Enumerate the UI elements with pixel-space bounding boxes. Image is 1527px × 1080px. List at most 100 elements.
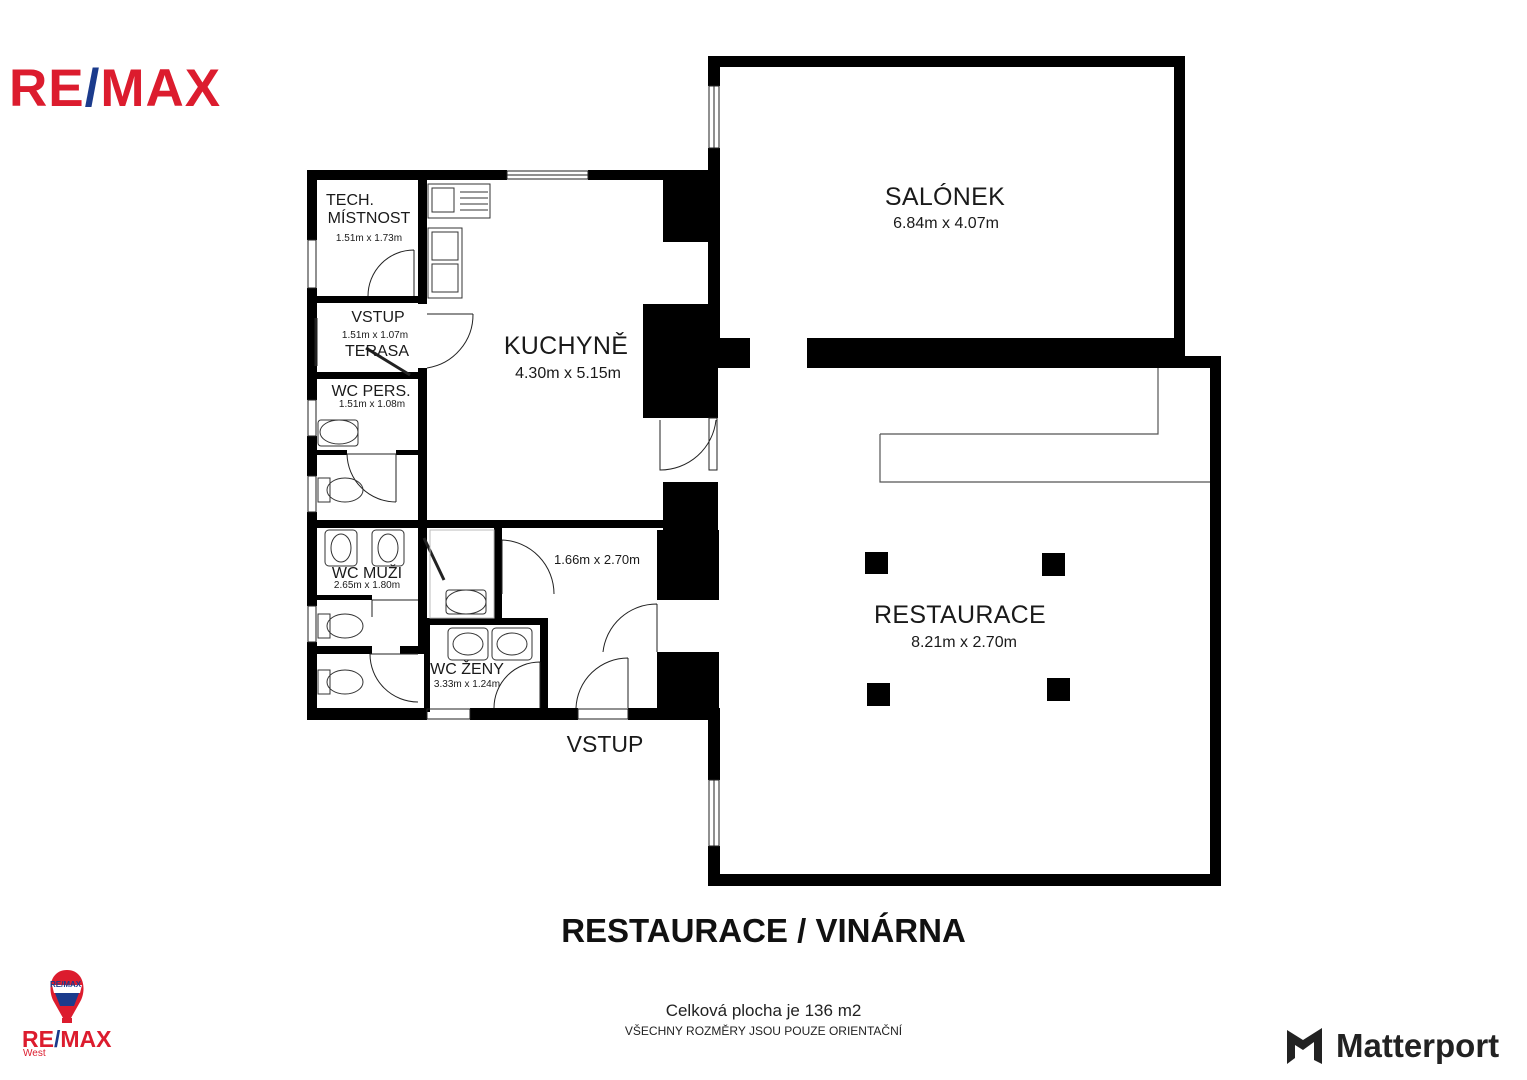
logo-slash: / <box>84 59 101 118</box>
toilet <box>326 477 364 503</box>
entrance-label: VSTUP <box>566 731 644 757</box>
room-wcpers-dims: 1.51m x 1.08m <box>338 399 406 410</box>
wall <box>424 618 548 625</box>
door <box>575 657 629 709</box>
wall <box>307 372 422 379</box>
matterport-icon <box>1287 1028 1322 1064</box>
room-wczeny-dims: 3.33m x 1.24m <box>433 679 501 690</box>
toilet-base <box>317 419 359 447</box>
wall <box>494 526 502 618</box>
wall <box>307 646 372 654</box>
wall <box>1174 356 1221 368</box>
sink <box>491 627 533 661</box>
walls <box>307 56 1221 886</box>
pillars <box>865 552 1070 706</box>
door <box>346 453 397 503</box>
balloon-label: RE/MAX <box>50 980 82 989</box>
sink-bowl <box>330 533 352 563</box>
window <box>307 239 317 289</box>
pillar <box>865 552 888 574</box>
door <box>367 249 415 297</box>
room-wczeny-name: WC ŽENY <box>430 661 504 678</box>
pillar <box>1047 678 1070 701</box>
window <box>307 475 317 513</box>
sink <box>447 627 489 661</box>
wall <box>708 148 720 338</box>
double-sink <box>427 227 463 299</box>
bar-counter <box>879 368 1210 483</box>
wall <box>628 708 718 720</box>
wall <box>307 512 317 606</box>
room-vstup-name: VSTUP <box>351 309 405 326</box>
logo-text-right: MAX <box>60 1026 112 1052</box>
fixtures <box>317 183 533 695</box>
wall <box>708 874 1221 886</box>
wall <box>307 296 422 303</box>
doors <box>314 249 717 709</box>
room-kuchyne-name: KUCHYNĚ <box>503 332 629 360</box>
toilet-tank <box>317 669 331 695</box>
logo-text-left: RE <box>9 59 85 118</box>
wall <box>418 178 427 304</box>
window <box>708 417 718 471</box>
total-area: Celková plocha je 136 m2 <box>665 1001 862 1020</box>
remax-balloon-icon <box>50 970 84 1023</box>
room-terasa-name: TERASA <box>344 343 410 360</box>
wall <box>1210 356 1221 886</box>
sink-bowl <box>452 632 484 656</box>
wall <box>307 520 665 528</box>
window <box>577 708 629 720</box>
wall <box>708 56 1185 67</box>
door <box>369 653 419 703</box>
wall <box>307 708 427 720</box>
door <box>659 419 717 471</box>
toilet-tank <box>317 613 331 639</box>
window <box>426 708 471 720</box>
door <box>422 537 446 581</box>
wall <box>657 530 719 600</box>
wall <box>396 450 422 455</box>
room-wcpers-name: WC PERS. <box>331 383 411 400</box>
room-restaurace-dims: 8.21m x 2.70m <box>911 634 1017 651</box>
wall <box>418 368 427 528</box>
room-hall-dims: 1.66m x 2.70m <box>554 552 640 567</box>
room-salonek-dims: 6.84m x 4.07m <box>893 215 999 232</box>
wall <box>588 170 708 180</box>
wall <box>307 642 317 720</box>
remax-logo-bottom: RE/MAX <box>22 1026 111 1053</box>
door <box>602 603 658 653</box>
logo-slash: / <box>53 1026 61 1052</box>
toilet <box>319 419 359 445</box>
wall <box>307 595 372 600</box>
wall <box>307 170 507 180</box>
wall <box>708 56 720 86</box>
windows <box>307 85 720 847</box>
wall <box>1174 56 1185 366</box>
kitchen-sink <box>427 183 491 219</box>
room-wcmuzi-dims: 2.65m x 1.80m <box>333 580 401 591</box>
sink-bowl <box>431 263 459 293</box>
pillar <box>867 683 890 706</box>
room-kuchyne-dims: 4.30m x 5.15m <box>515 365 621 382</box>
plan-title: RESTAURACE / VINÁRNA <box>561 912 966 949</box>
wall <box>307 288 317 400</box>
wall <box>657 652 719 710</box>
window <box>307 605 317 643</box>
toilet <box>326 669 364 695</box>
door <box>365 346 411 377</box>
sink <box>324 529 358 567</box>
toilet <box>445 589 487 615</box>
room-vstup-dims: 1.51m x 1.07m <box>341 330 409 341</box>
logo-text-left: RE <box>22 1026 54 1052</box>
sink-bowl <box>496 632 528 656</box>
door <box>493 661 541 709</box>
remax-logo-top: RE/MAX <box>9 62 221 115</box>
toilet <box>326 613 364 639</box>
wall <box>540 618 548 712</box>
sink-bowl <box>431 231 459 261</box>
window <box>307 399 317 437</box>
disclaimer-note: VŠECHNY ROZMĚRY JSOU POUZE ORIENTAČNÍ <box>624 1024 903 1038</box>
toilet-tank <box>317 477 331 503</box>
wall <box>470 708 578 720</box>
wall <box>643 304 718 418</box>
